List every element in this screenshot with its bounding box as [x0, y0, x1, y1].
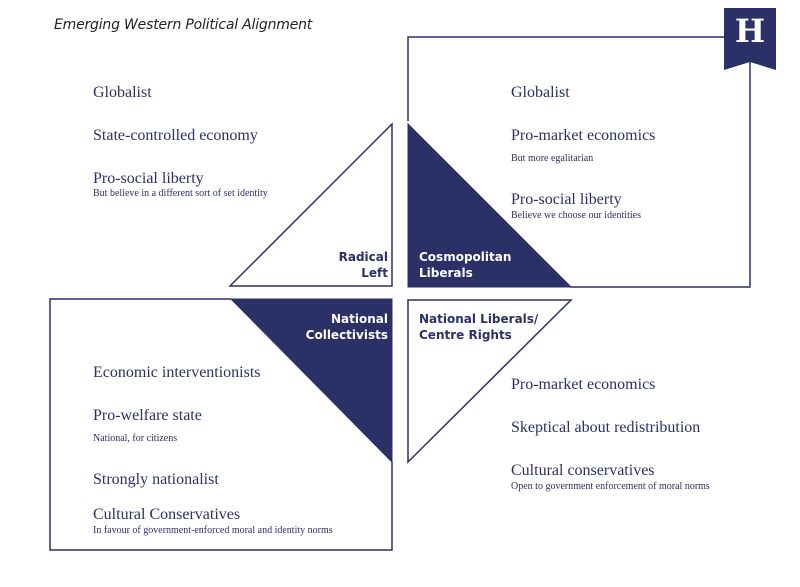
cosmopolitan-subnote: Believe we choose our identities: [511, 210, 641, 221]
national-collectivists-item: Economic interventionists: [93, 364, 261, 381]
national-collectivists-subnote: National, for citizens: [93, 433, 178, 444]
national-collectivists-subnote: In favour of government-enforced moral a…: [93, 525, 333, 536]
national-collectivists-item: Strongly nationalist: [93, 471, 219, 488]
national-collectivists-box: [49, 298, 393, 551]
radical-left-label: Radical Left: [338, 250, 388, 280]
national-liberals-item: Pro-market economics: [511, 376, 656, 393]
radical-left-item: State-controlled economy: [93, 127, 258, 144]
diagram-title: Emerging Western Political Alignment: [54, 17, 313, 33]
radical-left-triangle: [228, 122, 393, 287]
national-liberals-subnote: Open to government enforcement of moral …: [511, 481, 710, 492]
national-liberals-triangle: [407, 299, 573, 464]
radical-left-item: Pro-social liberty: [93, 170, 204, 187]
cosmopolitan-subnote: But more egalitarian: [511, 153, 594, 164]
national-collectivists-label: National Collectivists: [305, 312, 388, 342]
national-collectivists-triangle: [229, 298, 393, 464]
cosmopolitan-label: Cosmopolitan Liberals: [419, 250, 512, 280]
national-liberals-item: Cultural conservatives: [511, 462, 655, 479]
radical-left-subnote: But believe in a different sort of set i…: [93, 188, 268, 199]
cosmopolitan-triangle: [407, 122, 573, 288]
national-collectivists-item: Pro-welfare state: [93, 407, 202, 424]
national-liberals-item: Skeptical about redistribution: [511, 419, 701, 436]
cosmopolitan-item: Globalist: [511, 84, 570, 101]
logo-badge: [724, 8, 776, 70]
cosmopolitan-item: Pro-market economics: [511, 127, 656, 144]
national-collectivists-item: Cultural Conservatives: [93, 506, 241, 523]
national-liberals-label: National Liberals/ Centre Rights: [419, 312, 539, 342]
cosmopolitan-item: Pro-social liberty: [511, 191, 622, 208]
radical-left-item: Globalist: [93, 84, 152, 101]
logo-letter: H: [734, 12, 766, 50]
